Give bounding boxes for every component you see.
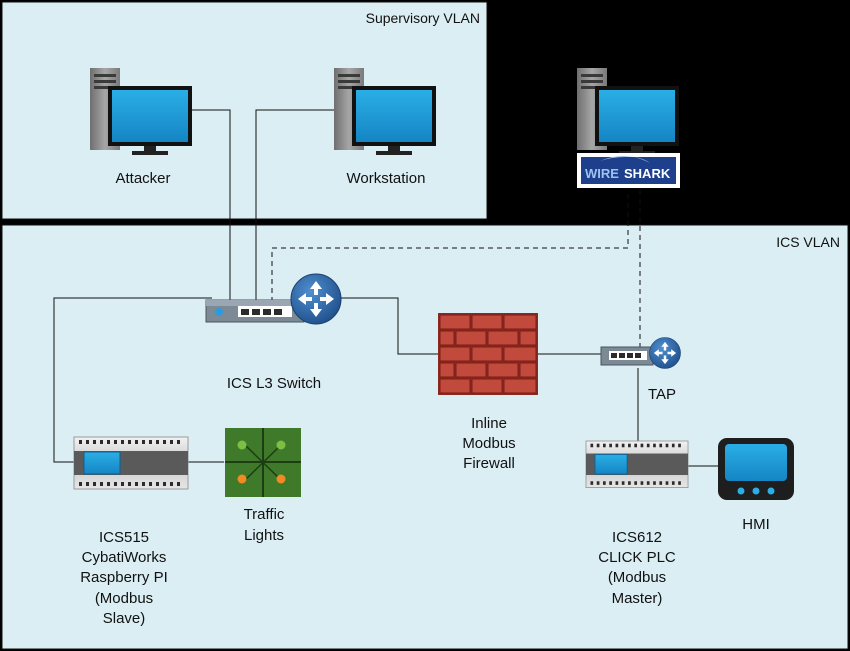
ics612-label-line-4: Master): [612, 590, 663, 607]
attacker-node[interactable]: Attacker: [90, 68, 192, 187]
plc-icon: [585, 440, 689, 488]
network-switch-icon: [600, 346, 654, 366]
plc-icon: [73, 436, 189, 490]
ics-l3-switch-node[interactable]: ICS L3 Switch: [205, 273, 342, 392]
traffic-lights-node[interactable]: Traffic Lights: [225, 428, 301, 544]
workstation-node[interactable]: Workstation: [334, 68, 436, 187]
link-workstation-switch: [255, 109, 335, 302]
hmi-node[interactable]: HMI: [718, 438, 794, 533]
firewall-label-line-1: Inline: [471, 415, 507, 432]
ics612-label-line-3: (Modbus: [608, 569, 666, 586]
ics515-node[interactable]: ICS515 CybatiWorks Raspberry PI (Modbus …: [73, 436, 189, 627]
hmi-tablet-icon: [718, 438, 794, 500]
traffic-lights-label-line-2: Lights: [244, 527, 284, 544]
firewall-label-line-3: Firewall: [463, 455, 515, 472]
wireshark-logo: WIRE SHARK: [577, 153, 680, 188]
firewall-icon: [438, 313, 538, 395]
ics-vlan-label: ICS VLAN: [776, 234, 840, 250]
network-switch-icon: [205, 299, 305, 323]
ics515-label-line-2: CybatiWorks: [82, 549, 167, 566]
ics515-label-line-4: (Modbus: [95, 590, 153, 607]
firewall-node[interactable]: Inline Modbus Firewall: [438, 313, 538, 472]
ics515-label-line-3: Raspberry PI: [80, 569, 168, 586]
switch-label: ICS L3 Switch: [227, 375, 321, 392]
traffic-lights-label-line-1: Traffic: [244, 506, 285, 523]
ics612-node[interactable]: ICS612 CLICK PLC (Modbus Master): [585, 440, 689, 607]
router-icon: [649, 337, 681, 369]
attacker-label: Attacker: [115, 170, 170, 187]
link-span-to-wireshark: [271, 190, 629, 302]
hmi-label: HMI: [742, 516, 770, 533]
ics612-label-line-1: ICS612: [612, 529, 662, 546]
wireshark-logo-text-right: SHARK: [624, 166, 671, 181]
desktop-computer-icon: [577, 68, 679, 155]
connections: [53, 109, 718, 467]
supervisory-vlan-label: Supervisory VLAN: [366, 10, 480, 26]
ics515-label-line-5: Slave): [103, 610, 146, 627]
link-attacker-switch: [189, 109, 231, 302]
tap-label: TAP: [648, 386, 676, 403]
ics612-label-line-2: CLICK PLC: [598, 549, 676, 566]
link-switch-firewall: [340, 297, 440, 355]
wireshark-logo-text-left: WIRE: [585, 166, 619, 181]
firewall-label-line-2: Modbus: [462, 435, 515, 452]
workstation-label: Workstation: [347, 170, 426, 187]
tap-node[interactable]: TAP: [600, 337, 681, 404]
wireshark-node[interactable]: WIRE SHARK: [577, 68, 680, 188]
ics515-label-line-1: ICS515: [99, 529, 149, 546]
link-switch-ics515: [53, 297, 212, 463]
router-icon: [290, 273, 342, 325]
traffic-light-icon: [225, 428, 301, 497]
